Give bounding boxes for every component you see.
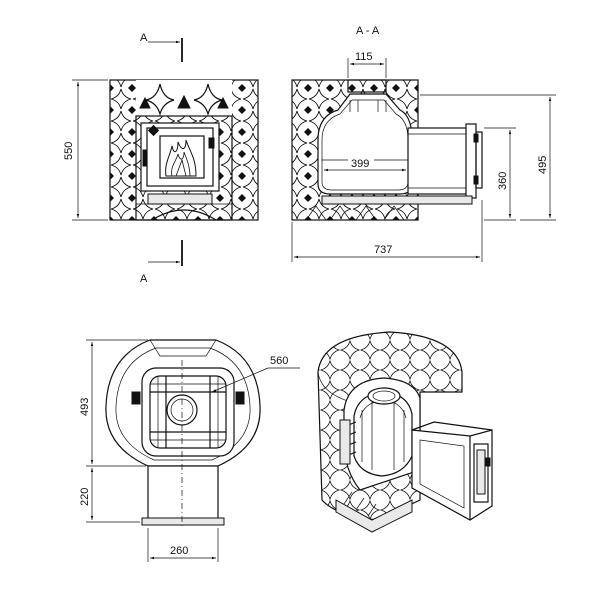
fire-tunnel [407, 127, 471, 195]
dimension-220: 220 [79, 468, 140, 523]
cut-mark-bottom: A [140, 273, 148, 285]
door-hinge-icon [142, 149, 148, 167]
dim-firebox-width: 399 [351, 158, 369, 170]
dimension-399: 399 [324, 157, 406, 172]
dim-plan-depth: 493 [79, 398, 91, 416]
section-title: A - A [356, 25, 380, 37]
front-top-ornament [139, 83, 229, 117]
iso-door-handle-icon [485, 457, 491, 467]
dim-chimney-offset: 115 [355, 51, 373, 63]
plan-fire-tunnel [147, 465, 219, 521]
dim-tunnel-width: 260 [170, 545, 188, 557]
cut-mark-top: A [140, 32, 148, 44]
dim-side-length: 737 [374, 244, 392, 256]
dim-door-height: 360 [497, 172, 509, 190]
dim-plan-radius: 560 [270, 355, 288, 367]
dimension-493: 493 [79, 339, 148, 467]
section-view: A - A 115 399 [291, 25, 556, 262]
door-handle-icon [208, 137, 215, 149]
front-view: A A 550 [63, 32, 259, 285]
dim-tunnel-length: 220 [79, 488, 91, 506]
dim-side-height: 495 [537, 156, 549, 174]
iso-firebox-drum [353, 391, 413, 477]
isometric-cutaway-view [317, 331, 493, 533]
dimension-260: 260 [147, 528, 219, 562]
dimension-550: 550 [63, 79, 108, 221]
dimension-115: 115 [347, 51, 387, 78]
dim-front-height: 550 [63, 142, 75, 160]
tunnel-door-hinge-icon [473, 133, 479, 143]
flame-icon [165, 139, 197, 177]
dimension-560: 560 [211, 355, 300, 393]
dimension-737: 737 [291, 200, 483, 262]
dimension-495: 495 [420, 94, 556, 221]
dimension-360: 360 [484, 127, 516, 221]
plan-view: 560 493 220 260 [79, 339, 300, 562]
